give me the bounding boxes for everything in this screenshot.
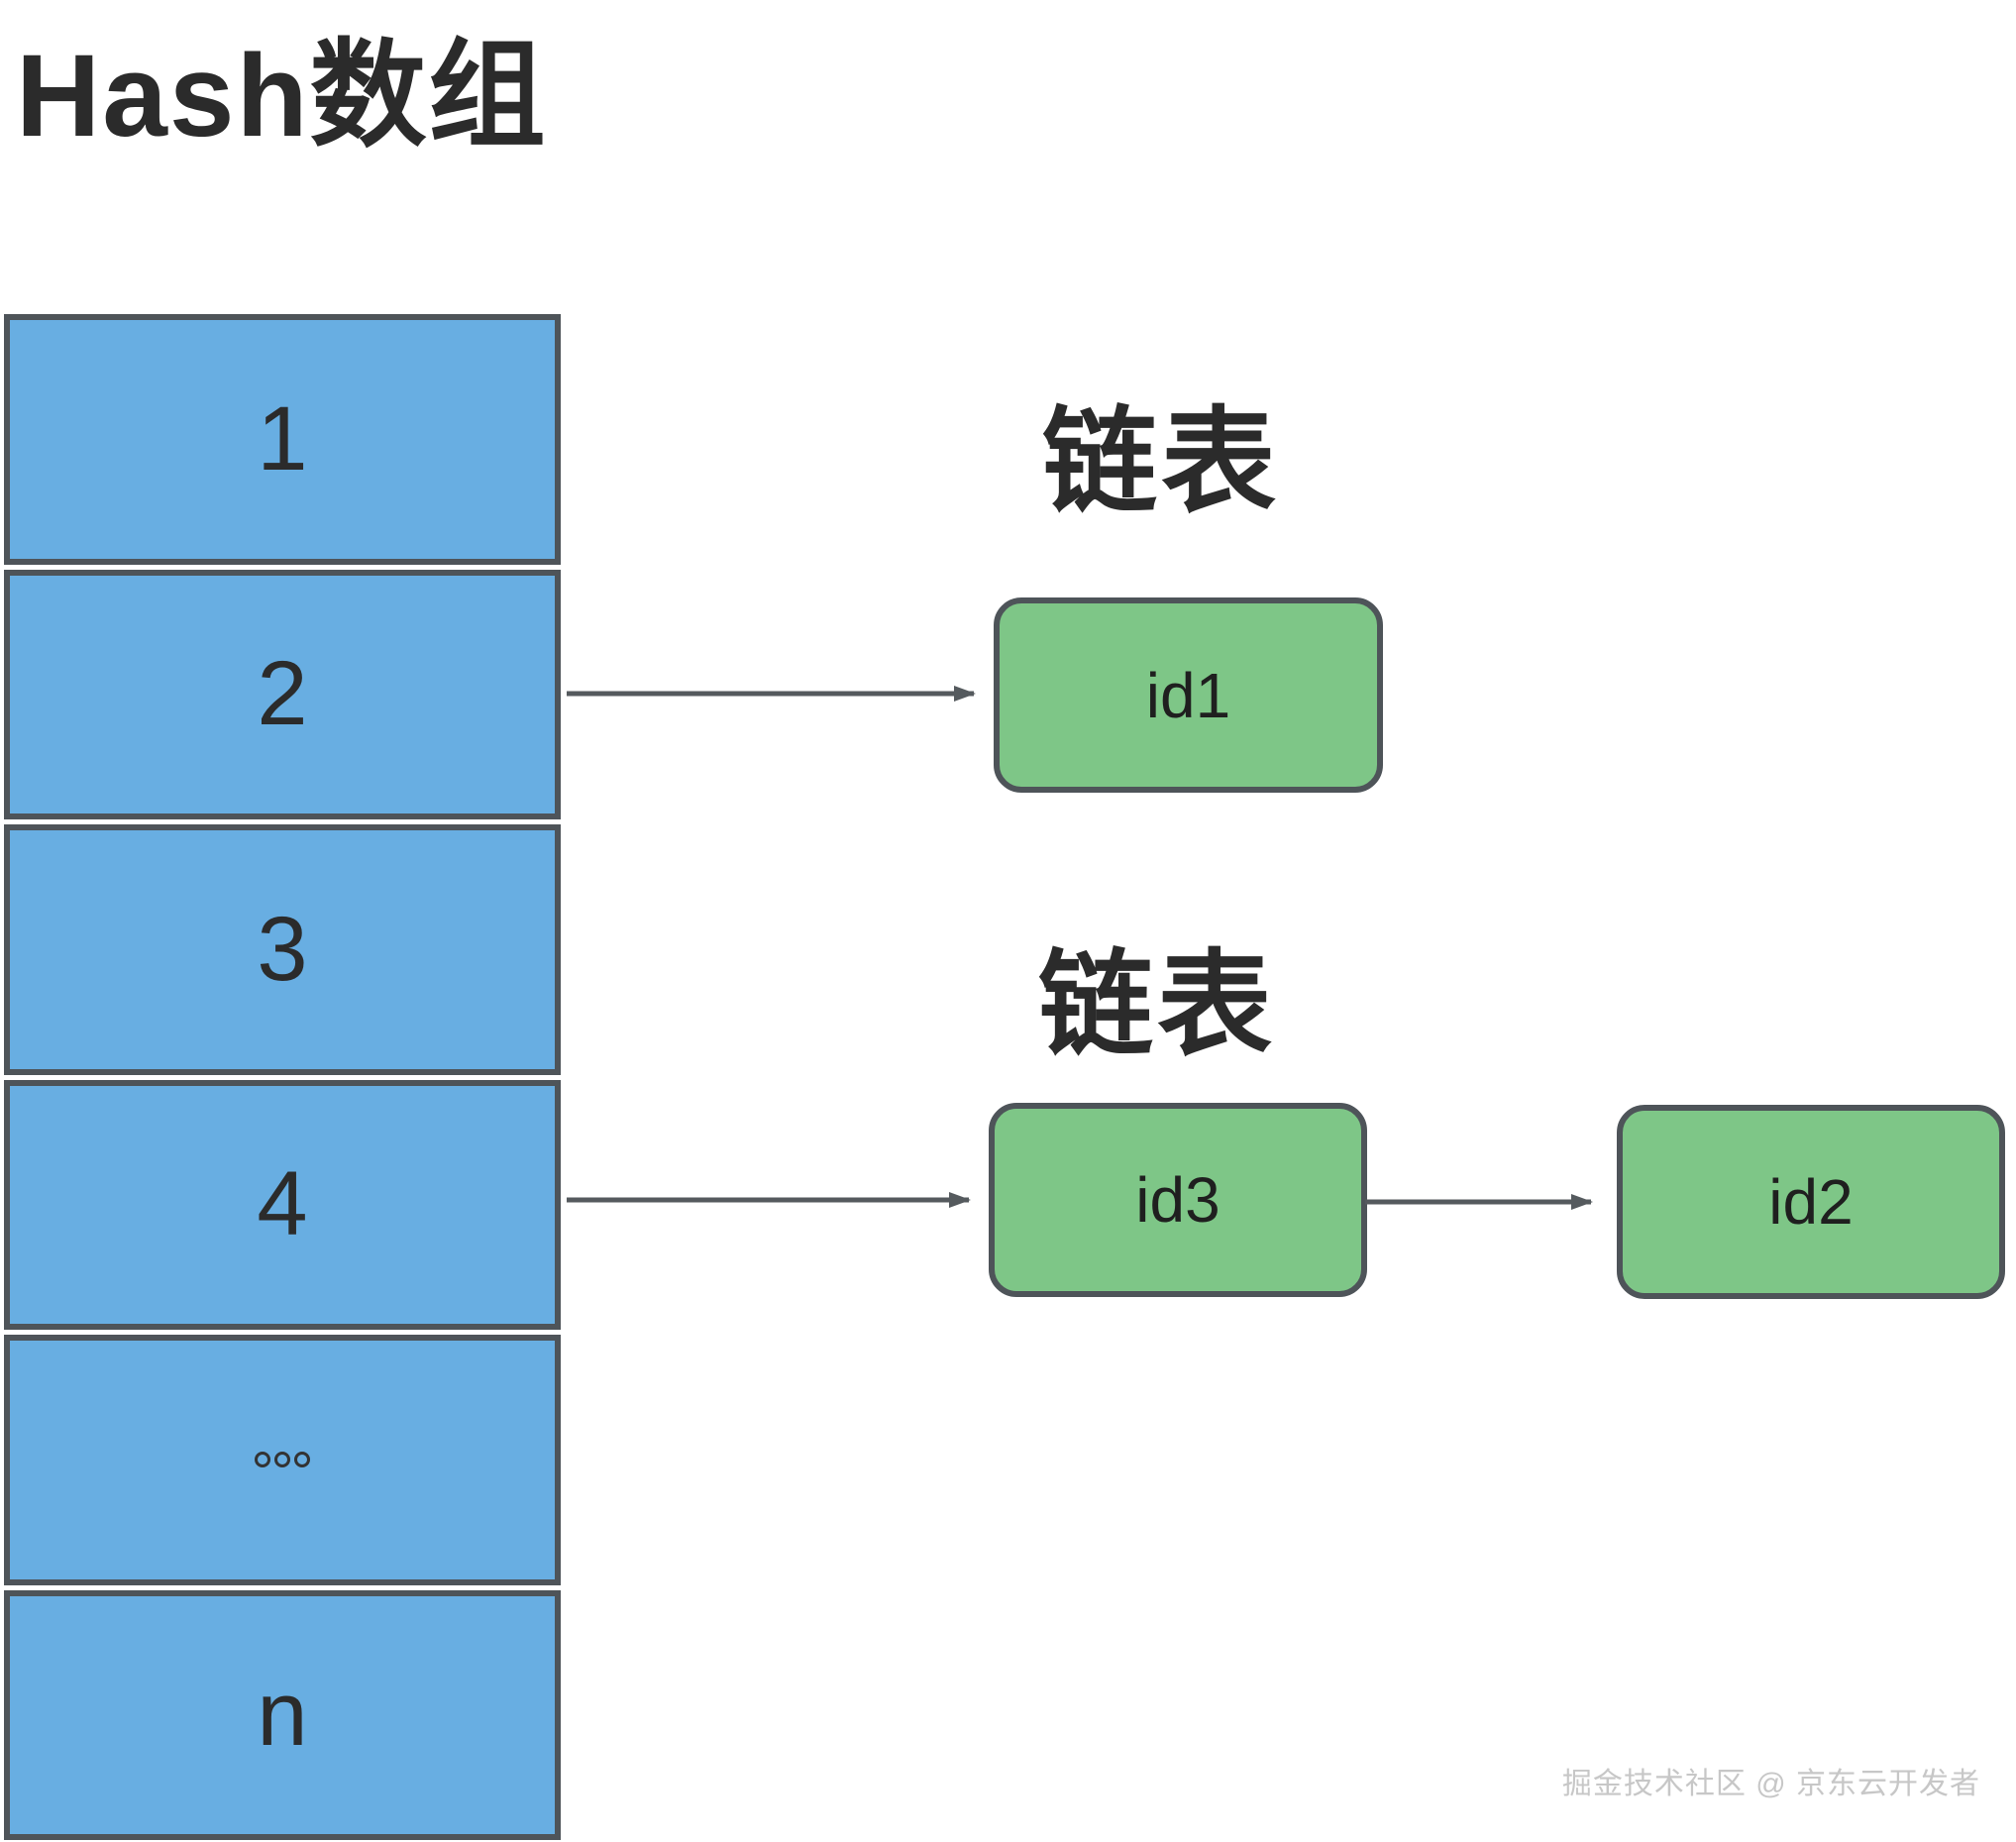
cell-label: 1 [257,387,308,489]
linked-list-2-heading: 链表 [1038,940,1276,1069]
node-id2: id2 [1617,1105,2005,1299]
hash-array: 1 2 3 4 n [4,314,561,1840]
node-label: id1 [1145,659,1231,731]
cell-label: n [257,1664,308,1766]
node-id1: id1 [994,597,1383,793]
hash-array-cell-4: 4 [4,1079,561,1330]
ellipsis-dot [294,1452,310,1468]
ellipsis-dot [274,1452,290,1468]
cell-label: 4 [257,1153,308,1255]
hash-array-cell-n: n [4,1589,561,1840]
hash-array-cell-ellipsis [4,1335,561,1585]
node-id3: id3 [989,1103,1367,1297]
linked-list-1-heading: 链表 [1042,397,1280,526]
hash-array-cell-2: 2 [4,569,561,819]
ellipsis-dot [255,1452,270,1468]
diagram-title: Hash数组 [16,31,548,162]
node-label: id3 [1135,1164,1220,1236]
cell-label: 3 [257,898,308,1000]
watermark: 掘金技术社区 @ 京东云开发者 [1561,1768,1980,1800]
cell-label: 2 [257,643,308,745]
hash-array-cell-3: 3 [4,824,561,1075]
hash-array-cell-1: 1 [4,314,561,565]
node-label: id2 [1768,1166,1854,1238]
